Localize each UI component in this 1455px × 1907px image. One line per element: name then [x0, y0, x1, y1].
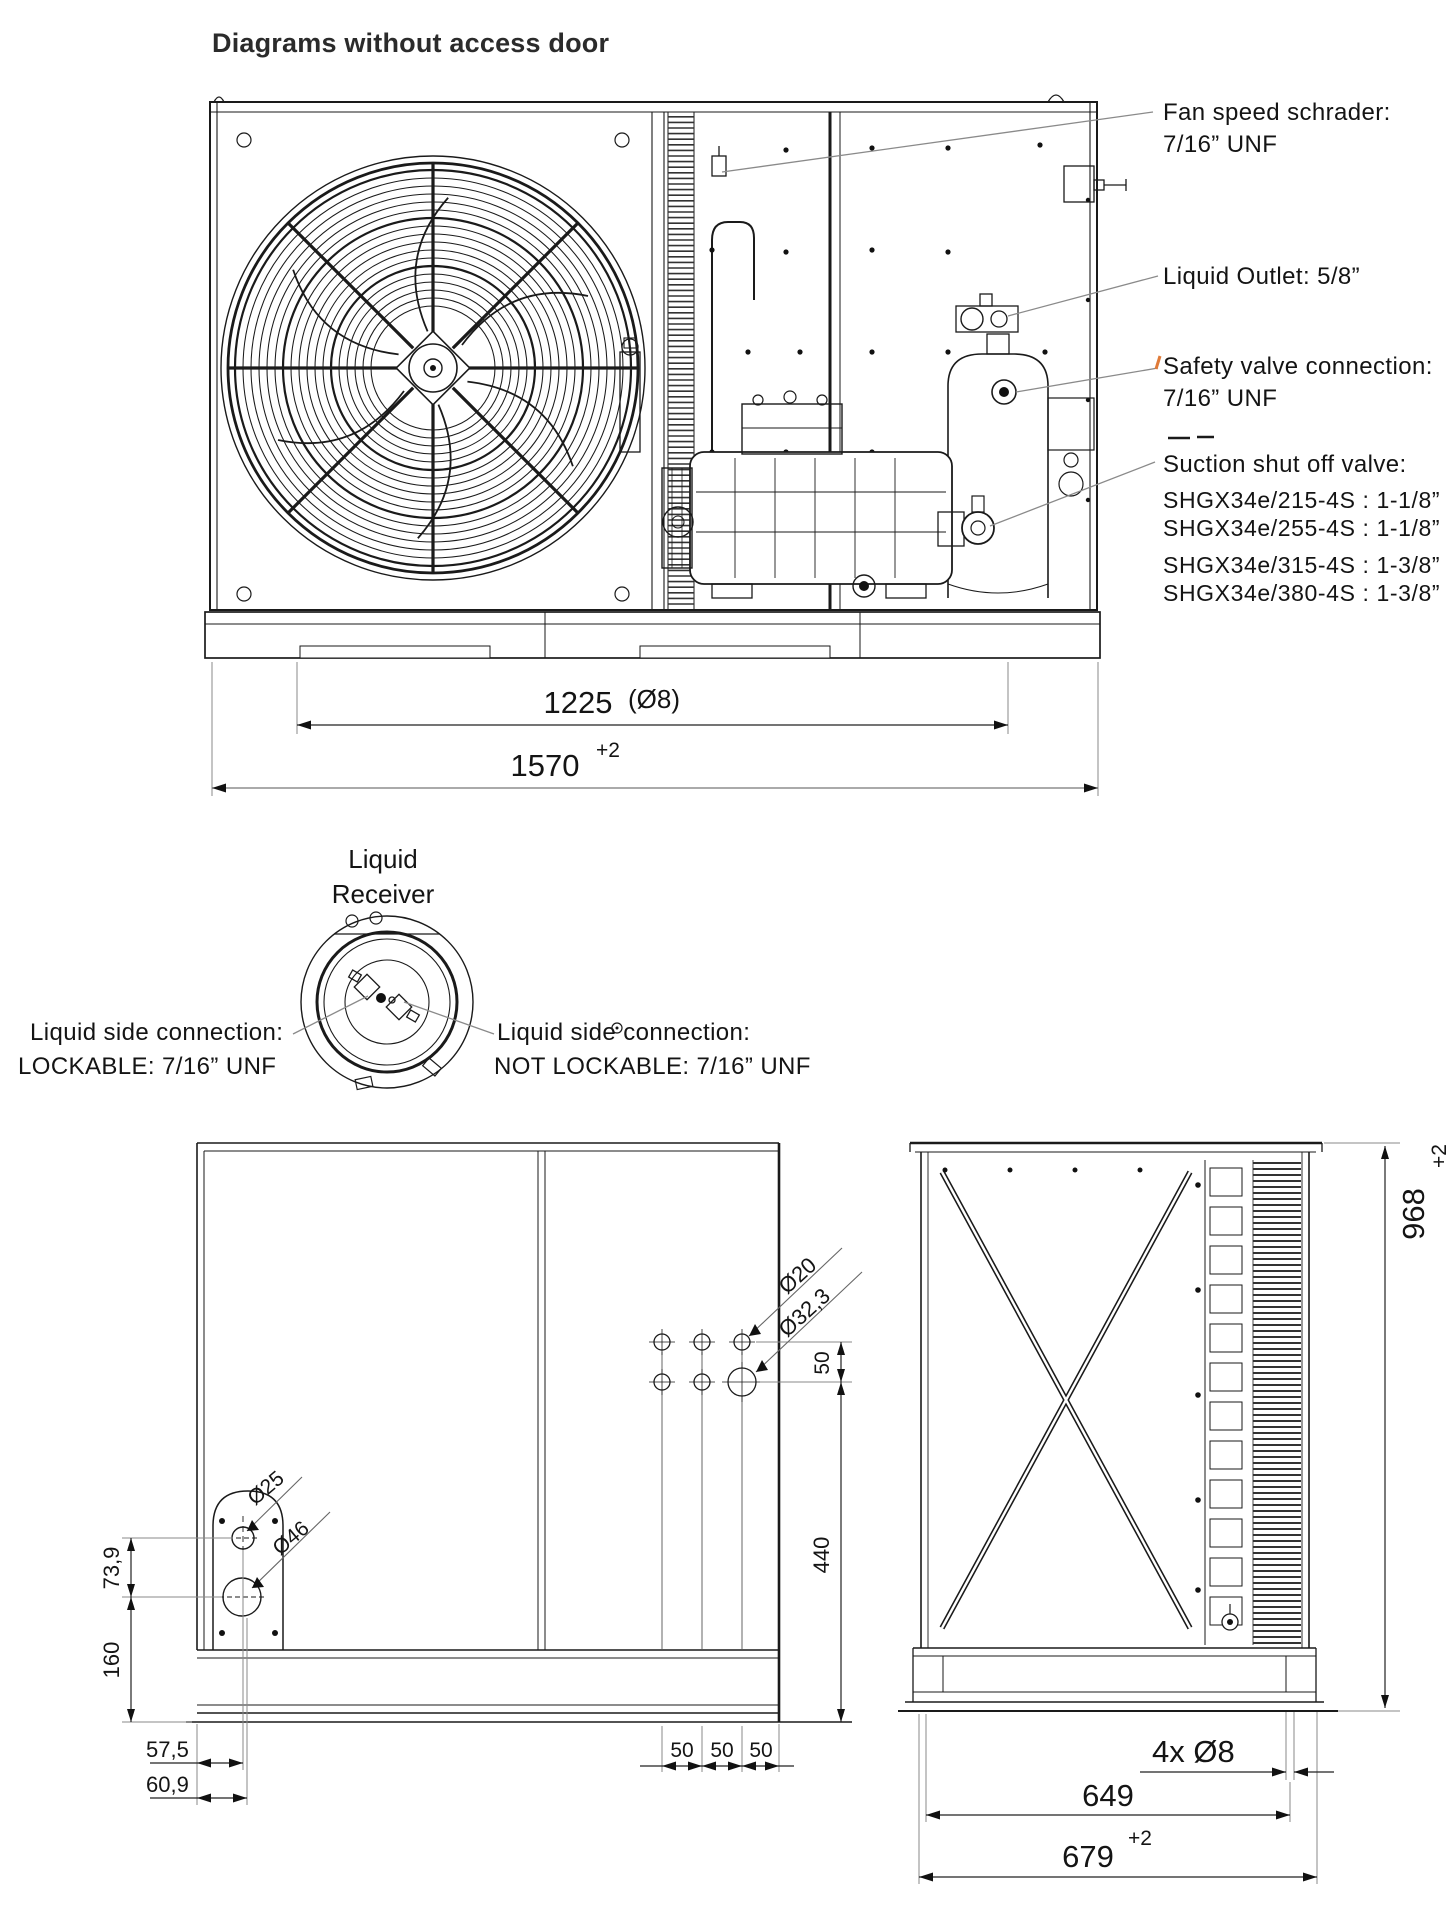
- dimension-arrows: [127, 1324, 845, 1803]
- side-view-drawing: [186, 1022, 852, 1723]
- callout-not-lockable-line2: NOT LOCKABLE: 7/16” UNF: [494, 1053, 811, 1080]
- liquid-receiver-tank: [947, 333, 1049, 598]
- callout-safety-valve-line1: Safety valve connection:: [1163, 353, 1433, 380]
- orange-artifact-mark: [1154, 355, 1162, 370]
- arrow-icon: [1084, 783, 1098, 793]
- dim-height-tolerance: +2: [1428, 1144, 1451, 1168]
- dim-pipe-spacing-2: 50: [710, 1739, 733, 1762]
- callout-liquid-outlet: Liquid Outlet: 5/8”: [1163, 263, 1360, 290]
- page-title: Diagrams without access door: [212, 28, 609, 58]
- sight-glass: [852, 574, 876, 598]
- suction-valve-model-4: SHGX34e/380-4S : 1-3/8”: [1163, 580, 1440, 606]
- hinge-bump-icon: [213, 96, 225, 103]
- dim-pipe-spacing-3: 50: [749, 1739, 772, 1762]
- condenser-coil-end: [1209, 1160, 1301, 1645]
- liquid-outlet-valve: [955, 293, 1019, 333]
- base-rail: [204, 611, 1101, 659]
- dia46-leader-line: [251, 1511, 331, 1589]
- arrow-icon: [297, 720, 311, 730]
- fan-speed-leader-line: [721, 111, 1154, 173]
- oil-separator: [619, 351, 641, 453]
- dim-hole-x-top: 57,5: [146, 1737, 189, 1762]
- dim-overall-width: 1570: [511, 748, 580, 783]
- callout-suction-valve-title: Suction shut off valve:: [1163, 451, 1407, 478]
- fan-motor-mount: [1063, 165, 1127, 203]
- dia20-leader-line: [748, 1247, 843, 1337]
- arrow-icon: [212, 783, 226, 793]
- callout-safety-valve-line2: 7/16” UNF: [1163, 385, 1277, 412]
- mounting-bracket: [212, 1490, 284, 1650]
- terminal-box: [741, 403, 843, 455]
- dim-hole-span: 1225: [544, 685, 613, 720]
- arrow-icon: [994, 720, 1008, 730]
- receiver-title-line1: Liquid: [348, 844, 417, 874]
- receiver-side-parts: [1047, 397, 1095, 497]
- dim-pipe-row-gap: 50: [811, 1351, 834, 1374]
- compressor: [619, 337, 953, 599]
- suction-valve-leader-line: [989, 461, 1156, 527]
- callout-lockable-line2: LOCKABLE: 7/16” UNF: [18, 1053, 276, 1080]
- receiver-title-line2: Receiver: [332, 879, 435, 909]
- liquid-outlet-leader-line: [1007, 275, 1159, 317]
- dia32-leader-line: [755, 1271, 863, 1373]
- rear-view-dimensions: 968 +2 4x Ø8 649 679 +2: [918, 1142, 1451, 1884]
- dim-overall-depth-tolerance: +2: [1128, 1827, 1152, 1850]
- receiver-valves: [347, 969, 421, 1023]
- oil-pump: [662, 506, 694, 538]
- suction-valve-model-3: SHGX34e/315-4S : 1-3/8”: [1163, 552, 1440, 578]
- rear-view-drawing: [898, 1141, 1338, 1712]
- not-lockable-leader-line: [403, 1001, 495, 1035]
- dimension-arrows: [919, 1146, 1389, 1882]
- screw-icon: [611, 1022, 623, 1034]
- pipe-connection-holes: [649, 1329, 762, 1650]
- callout-fan-speed-line1: Fan speed schrader:: [1163, 99, 1391, 126]
- dim-hole-note: (Ø8): [628, 684, 680, 714]
- dim-hole-x-bottom: 60,9: [146, 1772, 189, 1797]
- rear-screws: [942, 1167, 1201, 1593]
- safety-valve-leader-line: [1015, 367, 1159, 393]
- callout-fan-speed-line2: 7/16” UNF: [1163, 131, 1277, 158]
- suction-valve-model-2: SHGX34e/255-4S : 1-1/8”: [1163, 515, 1440, 541]
- top-view-dimensions: 1225 (Ø8) 1570 +2: [211, 662, 1099, 796]
- callout-lockable-line1: Liquid side connection:: [30, 1019, 283, 1046]
- rear-base: [898, 1647, 1338, 1712]
- dim-height: 968: [1396, 1188, 1431, 1240]
- fan-hub: [395, 330, 471, 406]
- dim-hole-span-rear: 649: [1082, 1778, 1134, 1813]
- discharge-pipe: [711, 221, 755, 452]
- dim-pipe-height: 440: [809, 1537, 834, 1574]
- top-view-drawing: [204, 94, 1127, 659]
- fan-speed-schrader-fitting: [711, 146, 727, 177]
- x-brace: [939, 1170, 1193, 1630]
- dim-pipe-spacing-1: 50: [670, 1739, 693, 1762]
- callout-not-lockable-line1: Liquid side connection:: [497, 1019, 750, 1046]
- fan-grille-spokes: [229, 164, 637, 572]
- dim-overall-width-tolerance: +2: [596, 739, 620, 762]
- suction-valve-model-1: SHGX34e/215-4S : 1-1/8”: [1163, 487, 1440, 513]
- dim-bracket-hole-small: Ø25: [243, 1467, 288, 1510]
- dim-base-height: 160: [99, 1642, 124, 1679]
- rear-schrader-fitting: [1221, 1604, 1239, 1631]
- lockable-leader-line: [292, 995, 369, 1035]
- dim-overall-depth: 679: [1062, 1839, 1114, 1874]
- suction-shutoff-valve: [937, 495, 995, 547]
- dim-mount-holes: 4x Ø8: [1152, 1734, 1235, 1769]
- dia25-leader-line: [246, 1476, 303, 1532]
- fan-blades: [277, 197, 589, 539]
- dim-pipe-large: Ø32,3: [774, 1283, 835, 1342]
- receiver-detail-view: Liquid Receiver Liquid side connection: …: [18, 844, 811, 1091]
- top-view-callouts: Fan speed schrader: 7/16” UNF Liquid Out…: [721, 99, 1440, 606]
- dim-hole-offset-y: 73,9: [99, 1547, 124, 1590]
- frame-notch-icon: [1047, 94, 1065, 103]
